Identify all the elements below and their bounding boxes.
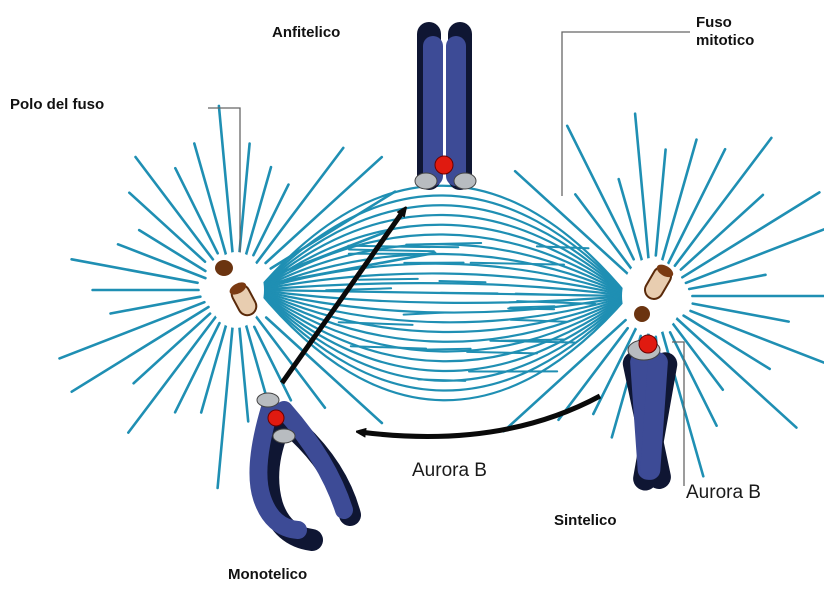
label-sintelico: Sintelico: [554, 512, 617, 530]
label-aurora-b-arrow: Aurora B: [412, 460, 487, 482]
astral-ray: [667, 149, 726, 267]
aurora-b-icon: [435, 156, 453, 174]
spindle-fiber-fragment: [467, 352, 537, 354]
astral-ray: [239, 144, 249, 255]
spindle-fiber-fragment: [511, 320, 567, 322]
arrow-icon: [360, 396, 600, 437]
spindle-fiber-fragment: [441, 293, 498, 294]
spindle-fiber-fragment: [471, 263, 564, 265]
spindle-fiber-fragment: [394, 247, 459, 248]
astral-ray: [72, 259, 198, 283]
spindle-pole-left: [208, 252, 264, 328]
spindle-fiber-fragment: [517, 301, 595, 304]
spindle-fiber-fragment: [404, 313, 445, 315]
kinetochore-icon: [273, 429, 295, 443]
spindle-fiber-fragment: [339, 322, 413, 325]
astral-ray: [240, 328, 249, 421]
spindle-fiber-fragment: [510, 306, 554, 307]
leader-line-polo: [208, 108, 240, 262]
label-fuso-mitotico: Fuso mitotico: [696, 14, 754, 50]
astral-ray: [691, 311, 824, 364]
centriole-dot-icon: [215, 260, 233, 276]
astral-ray: [219, 106, 233, 254]
label-polo-del-fuso: Polo del fuso: [10, 96, 104, 114]
astral-ray: [676, 318, 796, 428]
spindle-fiber-fragment: [349, 250, 434, 252]
label-monotelico: Monotelico: [228, 566, 307, 584]
kinetochore-icon: [257, 393, 279, 407]
label-anfitelico: Anfitelico: [272, 24, 340, 42]
spindle-fiber-fragment: [501, 340, 564, 341]
kinetochore-icon: [454, 173, 476, 189]
spindle-fiber-fragment: [326, 288, 391, 290]
astral-ray: [201, 325, 226, 413]
aurora-b-icon: [268, 410, 284, 426]
spindle-pole-right: [622, 258, 682, 334]
spindle-fiber-fragment: [439, 281, 485, 282]
chromosome-monotelic: [257, 393, 350, 540]
leader-line-fuso: [562, 32, 690, 196]
chromosome-syntelic: [621, 335, 680, 492]
centriole-dot-icon: [634, 306, 650, 322]
spindle-fiber-fragment: [406, 243, 481, 245]
astral-ray: [686, 229, 824, 283]
astral-ray: [111, 297, 201, 314]
chromosome-amphitelic: [415, 22, 476, 190]
spindle-fiber-fragment: [359, 279, 418, 280]
label-aurora-b-kinetochore: Aurora B: [686, 482, 761, 504]
kinetochore-icon: [415, 173, 437, 189]
aurora-b-icon: [639, 335, 657, 353]
astral-ray: [656, 150, 666, 256]
astral-ray: [670, 332, 717, 425]
astral-ray: [693, 304, 789, 322]
astral-ray: [635, 114, 649, 260]
spindle-fiber-fragment: [508, 309, 554, 310]
astral-ray: [619, 179, 643, 262]
